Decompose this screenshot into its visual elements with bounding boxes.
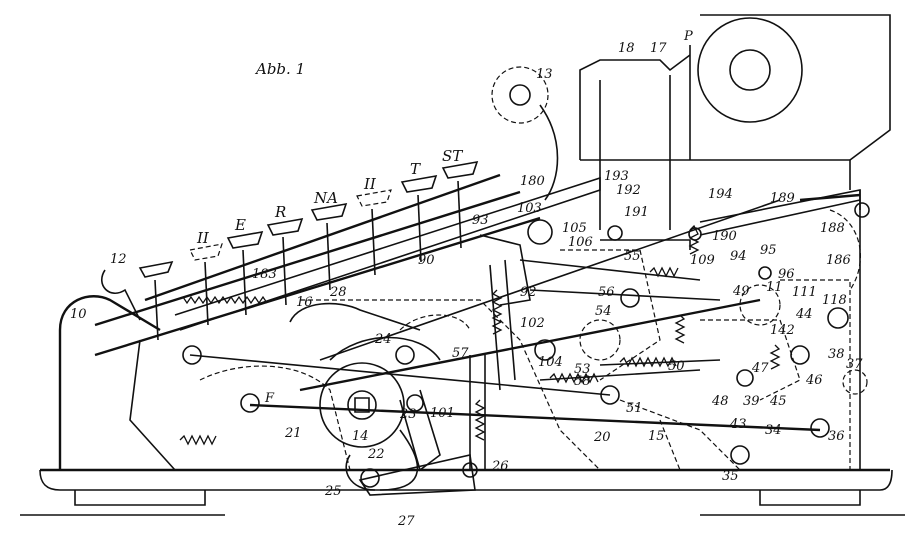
platen [599,17,803,230]
numeral-92: 92 [520,285,537,300]
numeral-47: 47 [751,361,769,376]
numeral-37: 37 [846,357,863,372]
numeral-26: 26 [491,459,509,474]
numeral-93: 93 [472,213,489,228]
numeral-111: 111 [792,285,817,300]
numeral-46: 46 [805,373,823,388]
numeral-103: 103 [517,201,542,216]
numeral-109: 109 [690,253,715,268]
numeral-183: 183 [252,267,277,282]
numeral-55: 55 [624,249,641,264]
numeral-186: 186 [826,253,851,268]
numeral-22: 22 [367,447,385,462]
numeral-57: 57 [452,346,469,361]
key-label: ST [442,147,463,165]
lower-crank [345,389,476,496]
linkage-bars [189,189,861,470]
numeral-34: 34 [765,423,782,438]
key-stems [154,180,462,341]
keyboard-frame [94,173,601,357]
numeral-45: 45 [769,394,787,409]
numeral-P: P [683,29,693,44]
numeral-18: 18 [618,41,635,56]
main-cam [319,336,441,491]
numeral-17: 17 [650,41,667,56]
numeral-50: 50 [668,359,685,374]
numeral-104: 104 [538,355,563,370]
numeral-193: 193 [604,169,629,184]
numeral-58: 58 [574,374,591,389]
numeral-192: 192 [616,183,641,198]
numeral-38: 38 [828,347,845,362]
numeral-44: 44 [795,307,813,322]
numeral-56: 56 [598,285,615,300]
numeral-90: 90 [418,253,435,268]
key-label: E [234,216,246,234]
numeral-21: 21 [284,426,302,441]
numeral-39: 39 [743,394,760,409]
numeral-142: 142 [770,323,795,338]
numeral-191: 191 [624,205,649,220]
key-label: II [363,175,377,193]
pivot-pins [182,202,870,488]
numeral-35: 35 [722,469,739,484]
ribbon-spool [491,66,559,201]
numeral-180: 180 [520,174,545,189]
numeral-94: 94 [730,249,747,264]
key-caps [138,160,479,278]
key-labels: II E R NA II T ST [196,147,463,247]
numeral-16: 16 [296,295,313,310]
reference-numerals: 10 12 11 13 14 15 16 17 18 20 21 22 23 2… [70,29,863,529]
numeral-190: 190 [712,229,737,244]
key-label: NA [313,189,338,207]
numeral-188: 188 [820,221,845,236]
numeral-28: 28 [329,285,347,300]
numeral-F: F [264,391,275,406]
key-label: T [410,160,421,178]
numeral-20: 20 [593,430,611,445]
numeral-15: 15 [648,429,665,444]
numeral-10: 10 [70,307,87,322]
numeral-95: 95 [760,243,777,258]
key-label: II [196,229,210,247]
numeral-102: 102 [520,316,545,331]
base-frame [20,468,905,516]
numeral-48: 48 [711,394,729,409]
numeral-23: 23 [399,407,417,422]
numeral-118: 118 [822,293,847,308]
numeral-24: 24 [374,332,392,347]
numeral-53: 53 [574,362,591,377]
numeral-27: 27 [397,514,415,529]
numeral-106: 106 [568,235,593,250]
numeral-43: 43 [729,417,747,432]
numeral-101: 101 [430,406,455,421]
numeral-14: 14 [352,429,369,444]
numeral-25: 25 [324,484,342,499]
numeral-36: 36 [828,429,845,444]
numeral-105: 105 [562,221,587,236]
numeral-12: 12 [110,252,127,267]
numeral-13: 13 [536,67,553,82]
numeral-189: 189 [770,191,795,206]
numeral-54: 54 [595,304,612,319]
numeral-11: 11 [766,280,783,295]
numeral-51: 51 [626,401,643,416]
key-label: R [274,203,286,221]
numeral-49: 49 [732,284,750,299]
numeral-96: 96 [778,267,795,282]
numeral-194: 194 [708,187,733,202]
figure-title: Abb. 1 [256,60,306,78]
